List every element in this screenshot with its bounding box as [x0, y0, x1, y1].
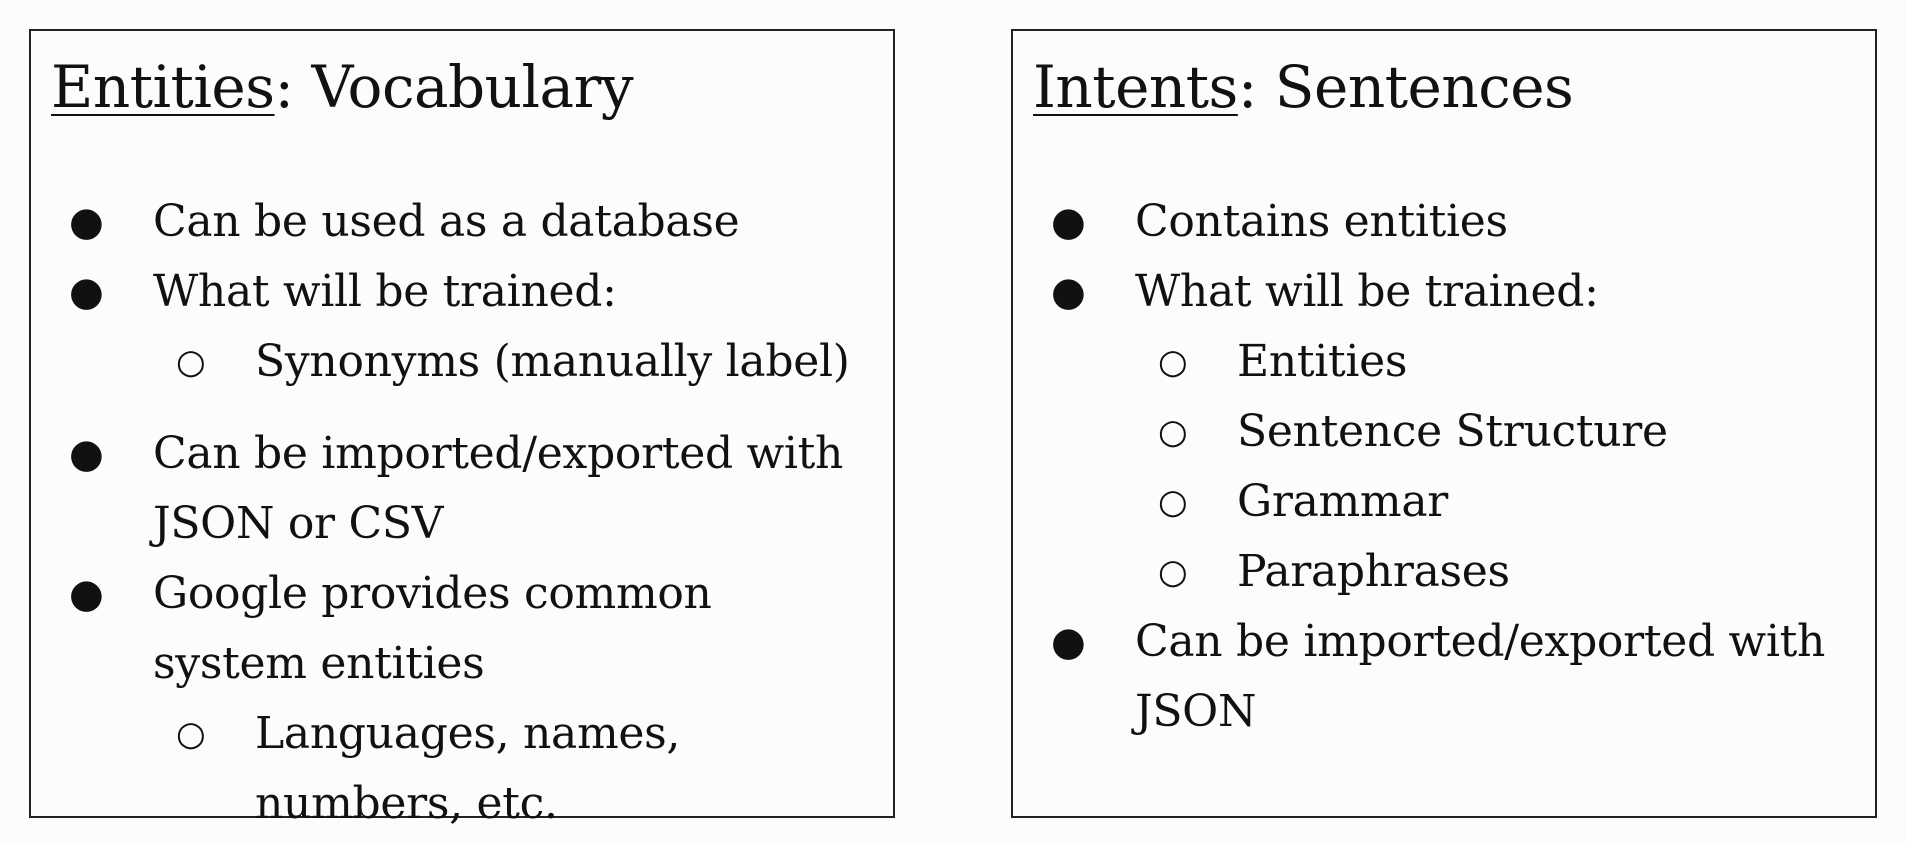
bullet-filled-icon: ●: [69, 199, 104, 245]
intents-title-rest: : Sentences: [1237, 53, 1574, 121]
list-item: ● Google provides common system entities: [31, 559, 893, 699]
bullet-filled-icon: ●: [69, 269, 104, 315]
list-item-text-line-1: Languages, names,: [255, 708, 681, 759]
list-item-text-line-1: Google provides common: [153, 568, 712, 619]
entities-title-key: Entities: [51, 53, 275, 121]
list-item-text-line-1: Can be imported/exported with: [1135, 616, 1826, 667]
entities-panel: Entities: Vocabulary ● Can be used as a …: [29, 29, 895, 829]
list-item-text-line-2: system entities: [153, 638, 485, 689]
bullet-filled-icon: ●: [1051, 199, 1086, 245]
intents-list: ● Contains entities ● What will be train…: [1013, 187, 1875, 747]
list-item-text-line-2: JSON or CSV: [153, 498, 444, 549]
list-item: ● Can be imported/exported with JSON or …: [31, 419, 893, 559]
list-item: ● Contains entities: [1013, 187, 1875, 257]
list-item-text-line-1: Can be imported/exported with: [153, 428, 844, 479]
intents-title-key: Intents: [1033, 53, 1238, 121]
list-item: ● Can be used as a database: [31, 187, 893, 257]
list-item-text: Synonyms (manually label): [255, 336, 850, 387]
list-item: ○ Grammar: [1013, 467, 1875, 537]
bullet-hollow-icon: ○: [1158, 552, 1188, 592]
list-item: ● What will be trained:: [31, 257, 893, 327]
bullet-hollow-icon: ○: [1158, 482, 1188, 522]
list-item-text: Entities: [1237, 336, 1408, 387]
list-item-text: Paraphrases: [1237, 546, 1510, 597]
intents-panel-title: Intents: Sentences: [1033, 53, 1574, 123]
list-item: ○ Synonyms (manually label): [31, 327, 893, 397]
bullet-hollow-icon: ○: [1158, 412, 1188, 452]
bullet-filled-icon: ●: [69, 431, 104, 477]
list-item: ● Can be imported/exported with JSON: [1013, 607, 1875, 747]
entities-list: ● Can be used as a database ● What will …: [31, 187, 893, 839]
bullet-filled-icon: ●: [69, 571, 104, 617]
list-item: ○ Sentence Structure: [1013, 397, 1875, 467]
bullet-hollow-icon: ○: [176, 342, 206, 382]
list-item-text: What will be trained:: [1135, 266, 1599, 317]
list-item-text: Sentence Structure: [1237, 406, 1668, 457]
list-item: ○ Entities: [1013, 327, 1875, 397]
list-item: ● What will be trained:: [1013, 257, 1875, 327]
list-item-text: Can be used as a database: [153, 196, 740, 247]
list-item: ○ Languages, names, numbers, etc.: [31, 699, 893, 839]
entities-panel-title: Entities: Vocabulary: [51, 53, 634, 123]
bullet-filled-icon: ●: [1051, 619, 1086, 665]
list-item-text-line-2: JSON: [1135, 686, 1257, 737]
list-item-text: Grammar: [1237, 476, 1449, 527]
list-item: ○ Paraphrases: [1013, 537, 1875, 607]
list-item-text: Contains entities: [1135, 196, 1508, 247]
intents-panel: Intents: Sentences ● Contains entities ●…: [1011, 29, 1877, 818]
list-item-text: What will be trained:: [153, 266, 617, 317]
bullet-hollow-icon: ○: [176, 714, 206, 754]
bullet-filled-icon: ●: [1051, 269, 1086, 315]
bullet-hollow-icon: ○: [1158, 342, 1188, 382]
entities-title-rest: : Vocabulary: [274, 53, 634, 121]
list-item-text-line-2: numbers, etc.: [255, 778, 558, 829]
